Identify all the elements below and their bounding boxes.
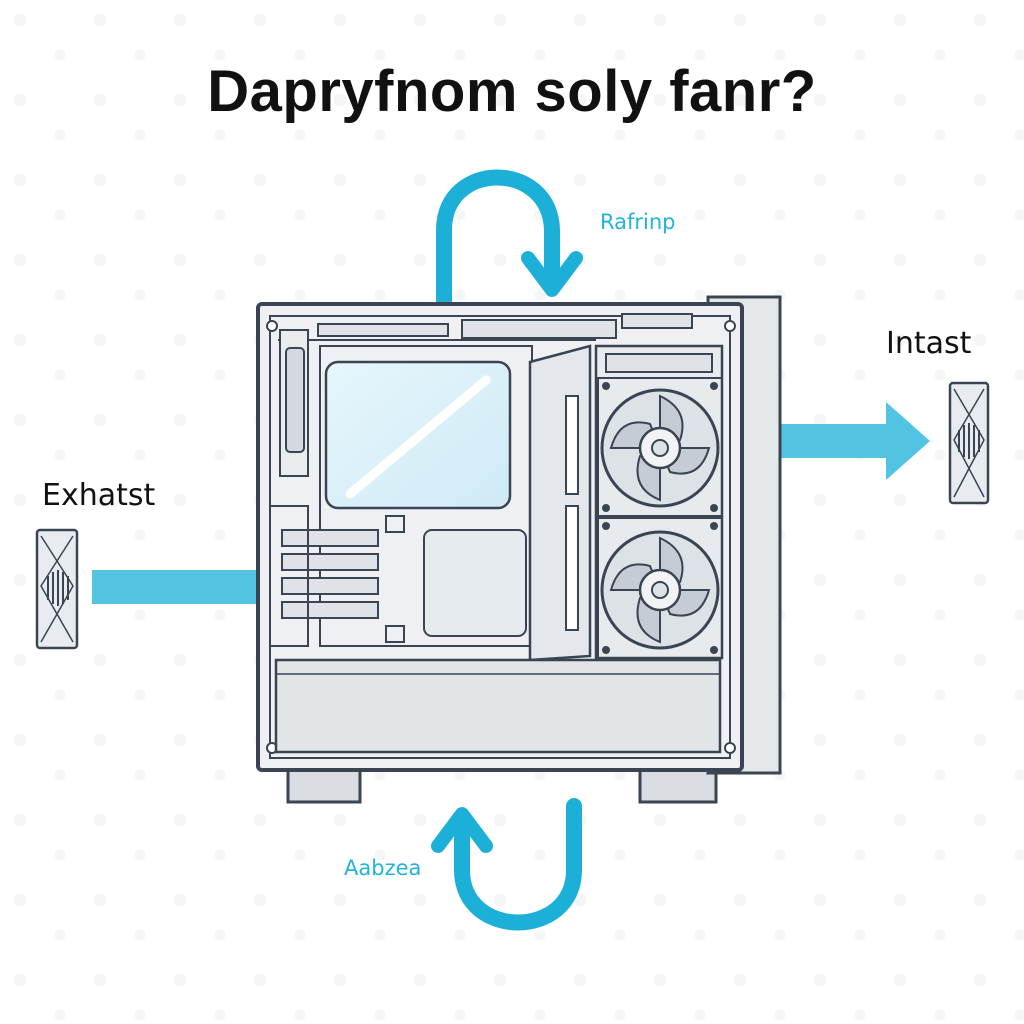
top-airflow-arrow bbox=[436, 169, 583, 308]
case-fan-icon bbox=[597, 517, 723, 659]
case-fan-icon bbox=[597, 377, 723, 517]
intake-label: Intast bbox=[886, 326, 972, 361]
top-flow-label: Rafrinp bbox=[600, 210, 676, 234]
bottom-flow-label: Aabzea bbox=[344, 856, 422, 880]
exhaust-fan-icon bbox=[35, 528, 79, 650]
bottom-airflow-arrow bbox=[431, 798, 582, 931]
diagram-title: Dapryfnom soly fanr? bbox=[207, 59, 817, 124]
exhaust-label: Exhatst bbox=[42, 478, 156, 513]
pcie-slots bbox=[281, 529, 379, 619]
right-airflow-arrow bbox=[780, 402, 930, 480]
intake-fan-icon bbox=[948, 381, 990, 505]
